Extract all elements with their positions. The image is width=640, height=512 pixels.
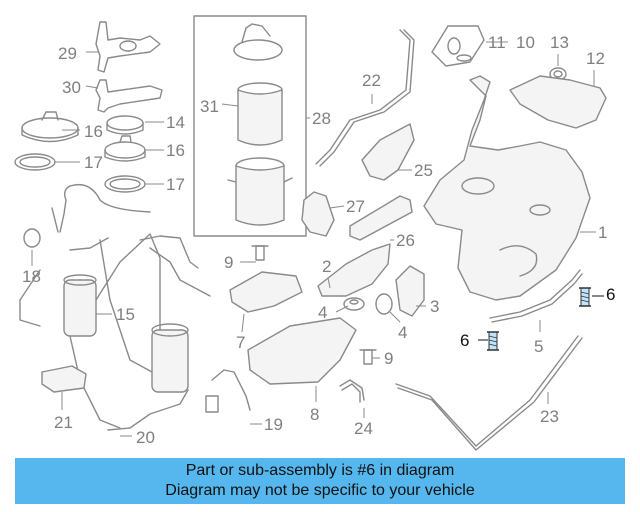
callout-16a: 16 (84, 122, 103, 141)
bracket-27-drawing (301, 191, 335, 237)
callout-10: 10 (516, 33, 535, 52)
bracket-30-drawing (95, 79, 163, 113)
fuel-pump-15-drawing (19, 233, 211, 431)
callout-8: 8 (310, 405, 319, 424)
bolt-9-drawing (251, 245, 269, 261)
callout-4b: 4 (398, 323, 407, 342)
callout-1: 1 (598, 223, 607, 242)
callout-7: 7 (236, 333, 245, 352)
parts-diagram: 29 30 16 14 16 17 17 18 15 21 20 31 28 2… (14, 15, 615, 451)
callout-4a: 4 (318, 303, 327, 322)
banner-line-1: Part or sub-assembly is #6 in diagram (185, 462, 455, 479)
callout-28: 28 (312, 109, 331, 128)
vent-line-22-drawing (315, 29, 415, 167)
clip-4b-drawing (375, 293, 393, 315)
shield-7-drawing (229, 271, 303, 313)
callout-21: 21 (54, 413, 73, 432)
lock-ring-14-drawing (106, 115, 144, 135)
harness-19-drawing (205, 369, 251, 413)
callout-16b: 16 (166, 141, 185, 160)
callout-22: 22 (362, 71, 381, 90)
callout-27: 27 (346, 197, 365, 216)
callout-31: 31 (200, 97, 219, 116)
callout-11: 11 (488, 33, 506, 52)
guard-26-drawing (349, 195, 413, 241)
bolt-6a-drawing (579, 287, 591, 307)
callout-29: 29 (58, 44, 77, 63)
callout-17b: 17 (166, 175, 185, 194)
callout-24: 24 (354, 419, 373, 438)
gasket-17b-drawing (104, 175, 146, 193)
heat-shield-2-drawing (317, 243, 391, 297)
callout-20: 20 (136, 428, 155, 447)
clip-4a-drawing (343, 297, 365, 311)
bolt-6b-drawing (487, 331, 499, 351)
canister-box-28 (193, 15, 307, 237)
fuel-line-23-drawing (395, 335, 583, 451)
sender-cap-16b-drawing (104, 135, 146, 162)
callout-3: 3 (430, 297, 439, 316)
callout-13: 13 (550, 33, 569, 52)
callout-25: 25 (414, 161, 433, 180)
fuel-tank-1-drawing (423, 75, 591, 301)
shield-8-drawing (247, 317, 357, 385)
gasket-17-drawing (14, 153, 56, 171)
strap-5-drawing (489, 269, 583, 323)
bracket-29-drawing (95, 21, 161, 73)
banner-line-2: Diagram may not be specific to your vehi… (165, 482, 475, 499)
callout-12: 12 (586, 49, 605, 68)
callout-2: 2 (322, 257, 331, 276)
callout-9a: 9 (224, 253, 233, 272)
callout-15: 15 (116, 305, 135, 324)
bracket-3-drawing (395, 265, 425, 317)
shield-25-drawing (361, 123, 415, 181)
callout-19: 19 (264, 415, 283, 434)
fuel-cap-11-drawing (431, 25, 485, 67)
callout-9b: 9 (384, 349, 393, 368)
filler-neck-12-drawing (509, 75, 607, 129)
callout-14: 14 (166, 113, 185, 132)
callout-5: 5 (534, 337, 543, 356)
sender-wiring-18-drawing (23, 183, 151, 248)
hose-24-drawing (339, 379, 365, 403)
sender-cap-16-drawing (21, 111, 79, 143)
callout-18: 18 (22, 267, 41, 286)
callout-23: 23 (540, 407, 559, 426)
callout-30: 30 (62, 78, 81, 97)
bolt-9b-drawing (359, 349, 377, 365)
callout-26: 26 (396, 231, 415, 250)
callout-6b: 6 (460, 331, 469, 350)
callout-6a: 6 (606, 285, 615, 304)
info-banner: Part or sub-assembly is #6 in diagram Di… (15, 458, 625, 504)
callout-17a: 17 (84, 153, 103, 172)
cover-21-drawing (41, 365, 87, 393)
